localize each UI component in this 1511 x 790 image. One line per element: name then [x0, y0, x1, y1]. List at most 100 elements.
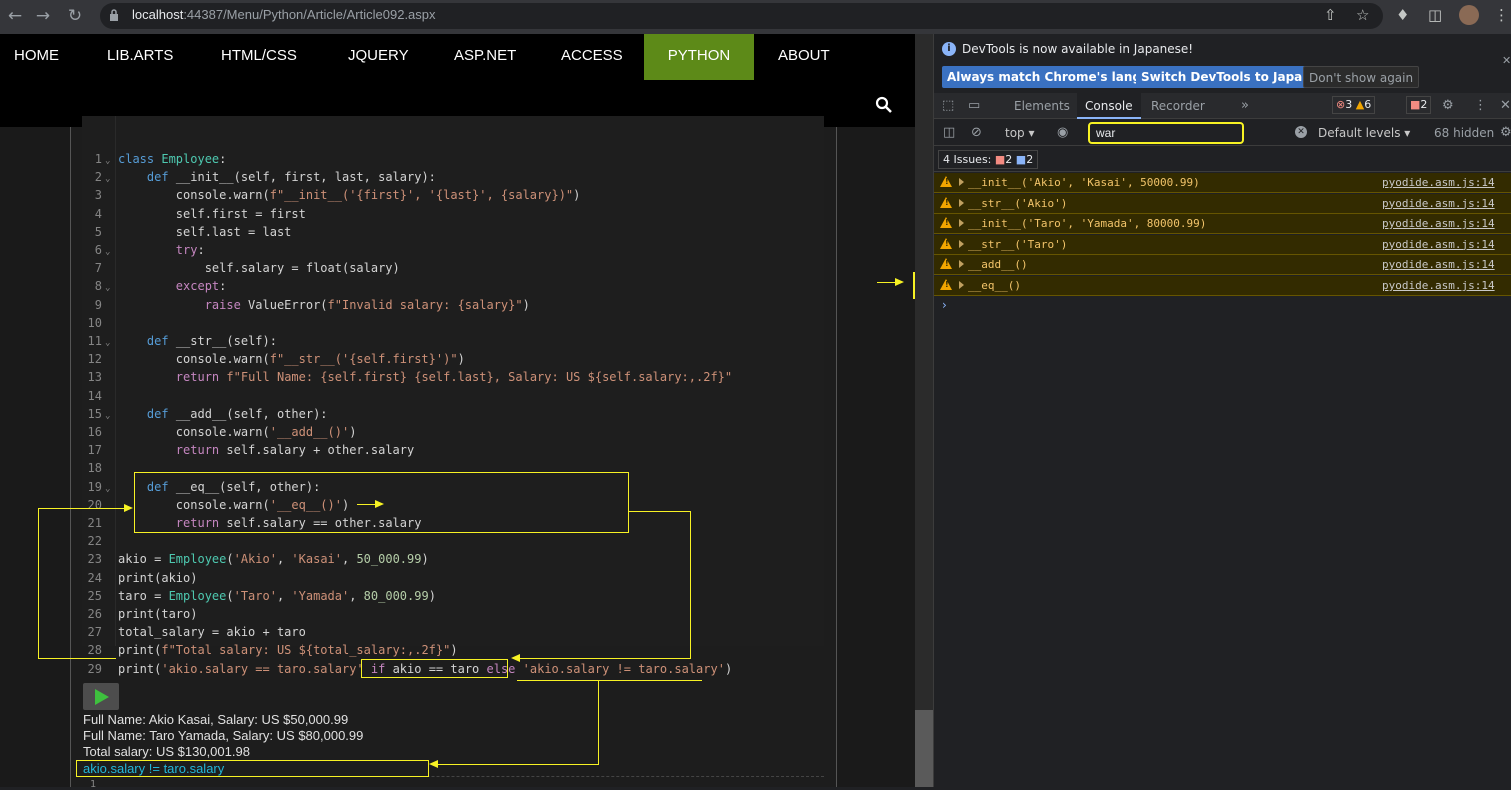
- output-line: Total salary: US $130,001.98: [83, 744, 250, 759]
- star-icon[interactable]: ☆: [1356, 6, 1370, 24]
- clear-filter-icon[interactable]: ✕: [1295, 126, 1307, 138]
- source-link[interactable]: pyodide.asm.js:14: [1382, 217, 1495, 231]
- error-warning-badge[interactable]: ⊗3 ▲6: [1332, 96, 1376, 114]
- expand-icon[interactable]: [959, 198, 964, 207]
- share-icon[interactable]: ⇧: [1324, 6, 1337, 24]
- code-line: total_salary = akio + taro: [118, 625, 306, 640]
- settings-icon[interactable]: ⚙: [1442, 98, 1454, 113]
- address-bar[interactable]: localhost:44387/Menu/Python/Article/Arti…: [100, 3, 1383, 29]
- source-link[interactable]: pyodide.asm.js:14: [1382, 279, 1495, 292]
- nav-python[interactable]: PYTHON: [644, 34, 754, 80]
- expand-icon[interactable]: [959, 281, 964, 289]
- source-link[interactable]: pyodide.asm.js:14: [1382, 176, 1495, 189]
- sidebar-toggle-icon[interactable]: ◫: [943, 125, 956, 140]
- nav-libarts[interactable]: LIB.ARTS: [107, 47, 174, 64]
- clear-console-icon[interactable]: ⊘: [971, 125, 982, 140]
- expand-icon[interactable]: [959, 178, 964, 186]
- more-tabs-icon[interactable]: »: [1241, 98, 1249, 113]
- code-line: self.salary = float(salary): [118, 261, 400, 276]
- switch-language-button[interactable]: Switch DevTools to Japanese: [1136, 66, 1340, 88]
- nav-home[interactable]: HOME: [14, 47, 59, 64]
- issues-badge[interactable]: ■2: [1406, 96, 1432, 114]
- line-number: 20: [87, 497, 102, 512]
- context-select[interactable]: top ▾: [1005, 126, 1035, 140]
- annotation-marker: [913, 272, 915, 299]
- nav-jquery[interactable]: JQUERY: [348, 47, 409, 64]
- tab-console[interactable]: Console: [1077, 93, 1141, 119]
- tab-elements[interactable]: Elements: [1014, 99, 1070, 113]
- issues-link[interactable]: 4 Issues: ■2 ■2: [938, 150, 1039, 169]
- fold-icon[interactable]: ⌄: [105, 338, 111, 348]
- forward-icon[interactable]: →: [35, 6, 51, 26]
- menu-icon[interactable]: ⋮: [1494, 6, 1509, 24]
- line-number: 16: [87, 425, 102, 439]
- console-warning-row[interactable]: !__init__('Akio', 'Kasai', 50000.99)pyod…: [934, 173, 1511, 193]
- annotation-line: [38, 508, 126, 509]
- close-icon[interactable]: ✕: [1502, 54, 1511, 67]
- code-line: def __str__(self):: [146, 334, 277, 348]
- info-icon: i: [942, 42, 956, 56]
- line-number: 4: [94, 206, 102, 221]
- code-line: console.warn('__eq__()'): [118, 497, 350, 512]
- nav-about[interactable]: ABOUT: [778, 47, 830, 64]
- console-warning-row[interactable]: !__str__('Akio')pyodide.asm.js:14: [934, 193, 1511, 214]
- fold-icon[interactable]: ⌄: [105, 174, 111, 185]
- annotation-output-box: [76, 760, 429, 777]
- infobar-text: DevTools is now available in Japanese!: [962, 42, 1194, 56]
- code-line: print('akio.salary == taro.salary' if ak…: [118, 661, 733, 676]
- avatar[interactable]: [1459, 5, 1479, 25]
- console-settings-icon[interactable]: ⚙: [1500, 125, 1511, 140]
- nav-htmlcss[interactable]: HTML/CSS: [221, 47, 297, 64]
- reload-icon[interactable]: ↻: [67, 6, 83, 26]
- expand-icon[interactable]: [959, 219, 964, 228]
- fold-icon[interactable]: ⌄: [105, 410, 111, 421]
- source-link[interactable]: pyodide.asm.js:14: [1382, 237, 1495, 251]
- dont-show-button[interactable]: Don't show again: [1303, 66, 1420, 88]
- line-number: 1: [94, 152, 102, 166]
- device-icon[interactable]: ▭: [968, 98, 981, 113]
- extensions-icon[interactable]: ♦: [1396, 6, 1410, 24]
- nav-access[interactable]: ACCESS: [561, 47, 623, 64]
- fold-icon[interactable]: ⌄: [105, 156, 111, 166]
- kebab-icon[interactable]: ⋮: [1474, 98, 1487, 113]
- tab-recorder[interactable]: Recorder: [1151, 99, 1205, 113]
- line-number: 23: [87, 552, 102, 567]
- expand-icon[interactable]: [959, 260, 964, 269]
- search-icon[interactable]: [875, 96, 893, 114]
- fold-icon[interactable]: ⌄: [105, 483, 111, 494]
- match-language-button[interactable]: Always match Chrome's language: [942, 66, 1180, 88]
- code-line: akio = Employee('Akio', 'Kasai', 50_000.…: [118, 552, 429, 567]
- source-link[interactable]: pyodide.asm.js:14: [1382, 258, 1495, 272]
- line-number: 24: [87, 570, 102, 585]
- console-warning-row[interactable]: !__eq__()pyodide.asm.js:14: [934, 276, 1511, 296]
- line-number: 14: [87, 388, 102, 403]
- code-line: try:: [175, 243, 205, 257]
- sidepanel-icon[interactable]: ◫: [1428, 6, 1443, 24]
- expand-icon[interactable]: [959, 239, 964, 248]
- console-prompt[interactable]: ›: [942, 298, 947, 312]
- fold-icon[interactable]: ⌄: [105, 283, 111, 294]
- console-warning-row[interactable]: !__str__('Taro')pyodide.asm.js:14: [934, 234, 1511, 255]
- source-link[interactable]: pyodide.asm.js:14: [1382, 196, 1495, 210]
- eye-icon[interactable]: ◉: [1057, 125, 1069, 140]
- run-button[interactable]: [83, 683, 119, 710]
- log-levels-select[interactable]: Default levels ▾: [1318, 126, 1411, 140]
- annotation-arrow: [375, 500, 384, 508]
- issue-error-icon: ■: [994, 153, 1006, 166]
- line-number: 25: [87, 588, 102, 603]
- back-icon[interactable]: ←: [7, 6, 23, 26]
- scrollbar-thumb[interactable]: [915, 710, 933, 787]
- line-number: 7: [94, 261, 102, 276]
- warning-icon: ▲: [1355, 98, 1365, 111]
- inspect-icon[interactable]: ⬚: [942, 98, 955, 113]
- line-number: 9: [94, 297, 102, 312]
- nav-aspnet[interactable]: ASP.NET: [454, 47, 517, 64]
- console-filter-input[interactable]: [1088, 122, 1244, 144]
- close-devtools-icon[interactable]: ✕: [1500, 98, 1511, 113]
- fold-icon[interactable]: ⌄: [105, 247, 111, 257]
- console-warning-row[interactable]: !__add__()pyodide.asm.js:14: [934, 255, 1511, 276]
- page-scrollbar[interactable]: [915, 34, 933, 787]
- console-warning-row[interactable]: !__init__('Taro', 'Yamada', 80000.99)pyo…: [934, 214, 1511, 235]
